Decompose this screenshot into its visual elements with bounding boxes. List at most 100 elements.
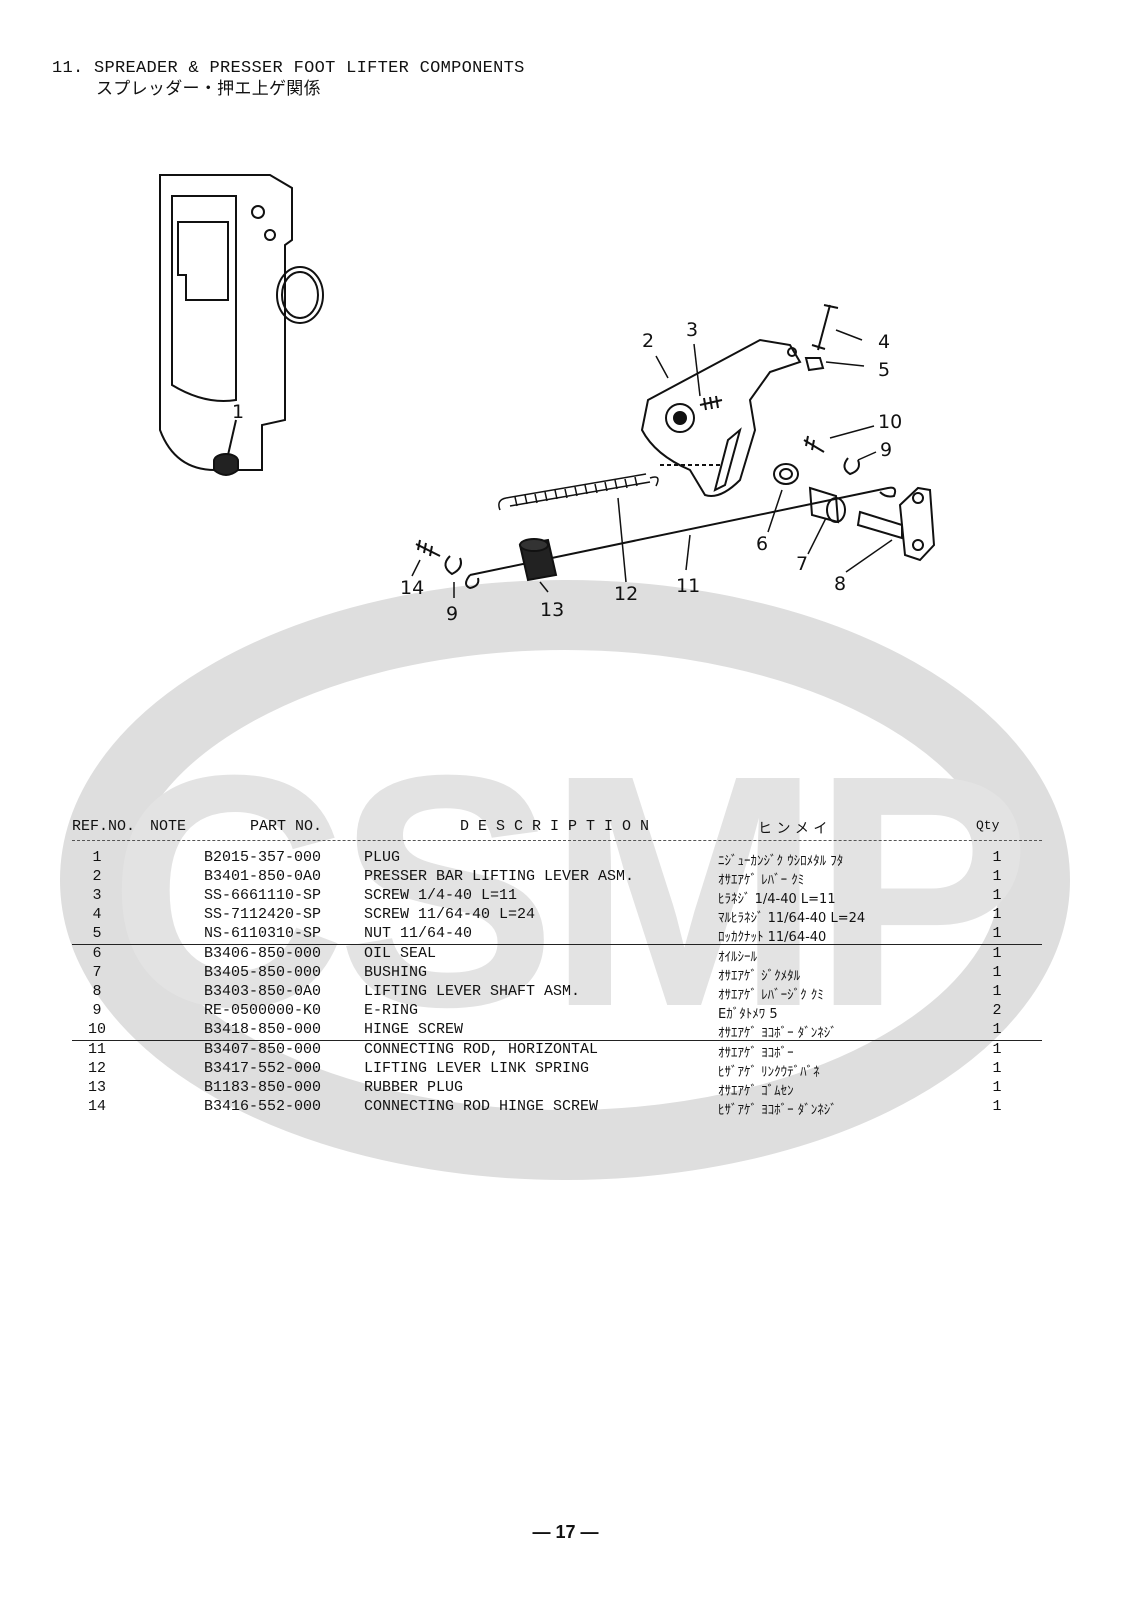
cell-ref: 11 [87, 1041, 106, 1058]
cell-jp: ｵｻｴｱｹﾞ ﾚﾊﾞｰ ｸﾐ [718, 873, 805, 888]
table-row: 12 B3417-552-000 LIFTING LEVER LINK SPRING… [72, 1060, 1042, 1080]
cell-qty: 1 [992, 868, 1002, 885]
table-row: 9 RE-0500000-K0 E-RING Eｶﾞﾀﾄﾒﾜ 5 2 [72, 1002, 1042, 1022]
cell-jp: ｵｻｴｱｹﾞ ﾖｺﾎﾞｰ [718, 1046, 794, 1061]
cell-jp: ｵｻｴｱｹﾞ ﾖｺﾎﾞｰ ﾀﾞﾝﾈｼﾞ [718, 1026, 837, 1041]
section-title-en: SPREADER & PRESSER FOOT LIFTER COMPONENT… [94, 59, 525, 78]
callout-10: 10 [878, 411, 902, 433]
section-title: 11. SPREADER & PRESSER FOOT LIFTER COMPO… [52, 58, 525, 100]
cell-ref: 4 [92, 906, 102, 923]
callout-leaders [411, 329, 893, 598]
section-number: 11. [52, 59, 84, 78]
cell-jp: Eｶﾞﾀﾄﾒﾜ 5 [718, 1007, 778, 1022]
cell-part: B3407-850-000 [204, 1041, 322, 1058]
cell-desc: OIL SEAL [364, 945, 437, 962]
cell-desc: LIFTING LEVER LINK SPRING [364, 1060, 590, 1077]
cell-ref: 12 [87, 1060, 106, 1077]
callout-9-left: 9 [446, 603, 458, 625]
cell-desc: BUSHING [364, 964, 428, 981]
cell-desc: LIFTING LEVER SHAFT ASM. [364, 983, 581, 1000]
callout-7: 7 [796, 553, 808, 575]
cell-qty: 1 [992, 983, 1002, 1000]
cell-part: B1183-850-000 [204, 1079, 322, 1096]
header-qty: Qty [976, 818, 1000, 833]
cell-ref: 9 [92, 1002, 102, 1019]
cell-part: B3416-552-000 [204, 1098, 322, 1115]
table-row: 10 B3418-850-000 HINGE SCREW ｵｻｴｱｹﾞ ﾖｺﾎﾞｰ ﾀ… [72, 1021, 1042, 1041]
callout-13: 13 [540, 599, 564, 621]
cell-part: B3405-850-000 [204, 964, 322, 981]
cell-qty: 1 [992, 964, 1002, 981]
part-12-spring-drawing [498, 473, 659, 511]
callout-1: 1 [232, 401, 244, 423]
part-3-screw-drawing [699, 395, 723, 411]
cell-ref: 2 [92, 868, 102, 885]
cell-part: B3403-850-0A0 [204, 983, 322, 1000]
cell-desc: CONNECTING ROD HINGE SCREW [364, 1098, 599, 1115]
cell-ref: 3 [92, 887, 102, 904]
cell-desc: PRESSER BAR LIFTING LEVER ASM. [364, 868, 635, 885]
header-description: D E S C R I P T I O N [460, 818, 650, 835]
cell-desc: SCREW 11/64-40 L=24 [364, 906, 536, 923]
cell-jp: ﾋﾗﾈｼﾞ 1/4-40 L=11 [718, 892, 836, 907]
header-ref: REF.NO. [72, 818, 136, 835]
callout-3: 3 [686, 319, 698, 341]
part-9-ering-right-drawing [843, 457, 860, 476]
cell-ref: 1 [92, 849, 102, 866]
cell-part: B3418-850-000 [204, 1021, 322, 1038]
callout-11: 11 [676, 575, 700, 597]
part-9-ering-left-drawing [444, 555, 462, 576]
cell-jp: ﾆｼﾞｭｰｶﾝｼﾞｸ ｳｼﾛﾒﾀﾙ ﾌﾀ [718, 854, 844, 869]
part-2-lever-drawing [640, 338, 802, 497]
cell-qty: 1 [992, 1041, 1002, 1058]
cell-ref: 10 [87, 1021, 106, 1038]
callout-12: 12 [614, 583, 638, 605]
part-8-shaft-drawing [856, 486, 936, 562]
table-row: 2 B3401-850-0A0 PRESSER BAR LIFTING LEVER … [72, 868, 1042, 888]
cell-jp: ｵｻｴｱｹﾞ ﾚﾊﾞｰｼﾞｸ ｸﾐ [718, 988, 824, 1003]
svg-text:CSMP: CSMP [108, 706, 1023, 1075]
header-part: PART NO. [250, 818, 323, 835]
cell-part: B3401-850-0A0 [204, 868, 322, 885]
cell-part: RE-0500000-K0 [204, 1002, 322, 1019]
callout-14: 14 [400, 577, 424, 599]
part-10-screw-drawing [803, 435, 825, 453]
cell-jp: ﾏﾙﾋﾗﾈｼﾞ 11/64-40 L=24 [718, 911, 866, 926]
header-note: NOTE [150, 818, 187, 835]
cell-desc: RUBBER PLUG [364, 1079, 464, 1096]
table-row: 4 SS-7112420-SP SCREW 11/64-40 L=24 ﾏﾙﾋﾗﾈｼﾞ… [72, 906, 1042, 926]
callout-2: 2 [642, 330, 654, 352]
callout-9-right: 9 [880, 439, 892, 461]
cell-part: B2015-357-000 [204, 849, 322, 866]
cell-part: NS-6110310-SP [204, 925, 322, 942]
page-number: — 17 — [532, 1522, 599, 1542]
part-1-plug-drawing [213, 419, 239, 476]
cell-qty: 1 [992, 887, 1002, 904]
machine-body-drawing [159, 174, 324, 471]
section-title-jp: スプレッダー・押エ上ゲ関係 [96, 79, 321, 99]
cell-part: SS-6661110-SP [204, 887, 322, 904]
cell-ref: 6 [92, 945, 102, 962]
cell-desc: SCREW 1/4-40 L=11 [364, 887, 518, 904]
cell-desc: HINGE SCREW [364, 1021, 464, 1038]
callout-5: 5 [878, 359, 890, 381]
cell-qty: 1 [992, 1060, 1002, 1077]
cell-part: SS-7112420-SP [204, 906, 322, 923]
cell-ref: 13 [87, 1079, 106, 1096]
cell-part: B3406-850-000 [204, 945, 322, 962]
part-11-rod-hook-drawing [465, 574, 480, 590]
cell-part: B3417-552-000 [204, 1060, 322, 1077]
cell-qty: 1 [992, 1021, 1002, 1038]
cell-jp: ﾋｻﾞｱｹﾞ ﾘﾝｸｳﾃﾞﾊﾞﾈ [718, 1065, 820, 1080]
cell-jp: ﾋｻﾞｱｹﾞ ﾖｺﾎﾞｰ ﾀﾞﾝﾈｼﾞ [718, 1103, 837, 1118]
cell-desc: E-RING [364, 1002, 419, 1019]
part-14-screw-drawing [415, 539, 441, 557]
callout-8: 8 [834, 573, 846, 595]
cell-qty: 2 [992, 1002, 1002, 1019]
cell-ref: 7 [92, 964, 102, 981]
